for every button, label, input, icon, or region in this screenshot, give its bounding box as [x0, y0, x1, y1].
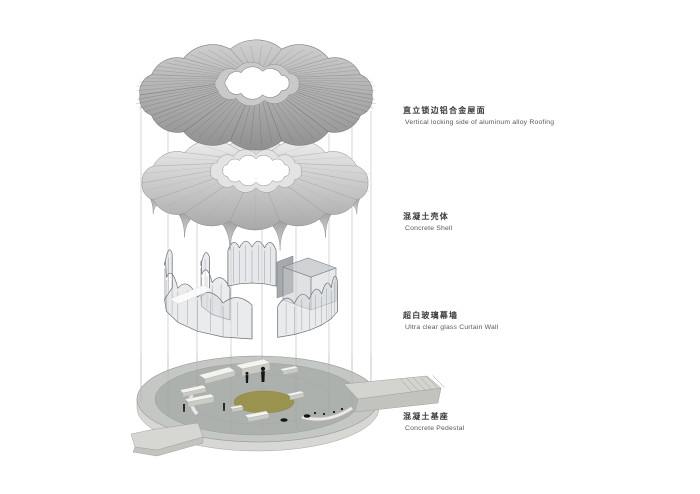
roof-layer — [136, 39, 376, 151]
label-shell-zh: 混凝土壳体 — [403, 212, 449, 221]
pedestal-layer — [130, 354, 445, 457]
glass-curtain-wall-layer — [164, 240, 338, 340]
label-shell-en: Concrete Shell — [405, 225, 453, 232]
label-glass-en: Ultra clear glass Curtain Wall — [405, 324, 499, 331]
label-glass: 超白玻璃幕墙 Ultra clear glass Curtain Wall — [403, 311, 498, 332]
concrete-shell-layer — [139, 135, 371, 251]
label-glass-zh: 超白玻璃幕墙 — [403, 311, 459, 320]
label-pedestal: 混凝土基座 Concrete Pedestal — [403, 412, 464, 433]
label-roof-zh: 直立锁边铝合金屋面 — [403, 106, 486, 115]
label-pedestal-en: Concrete Pedestal — [405, 425, 465, 432]
label-roof: 直立锁边铝合金屋面 Vertical locking side of alumi… — [403, 106, 554, 127]
label-roof-en: Vertical locking side of aluminum alloy … — [405, 119, 555, 126]
label-pedestal-zh: 混凝土基座 — [403, 412, 449, 421]
label-shell: 混凝土壳体 Concrete Shell — [403, 212, 452, 233]
